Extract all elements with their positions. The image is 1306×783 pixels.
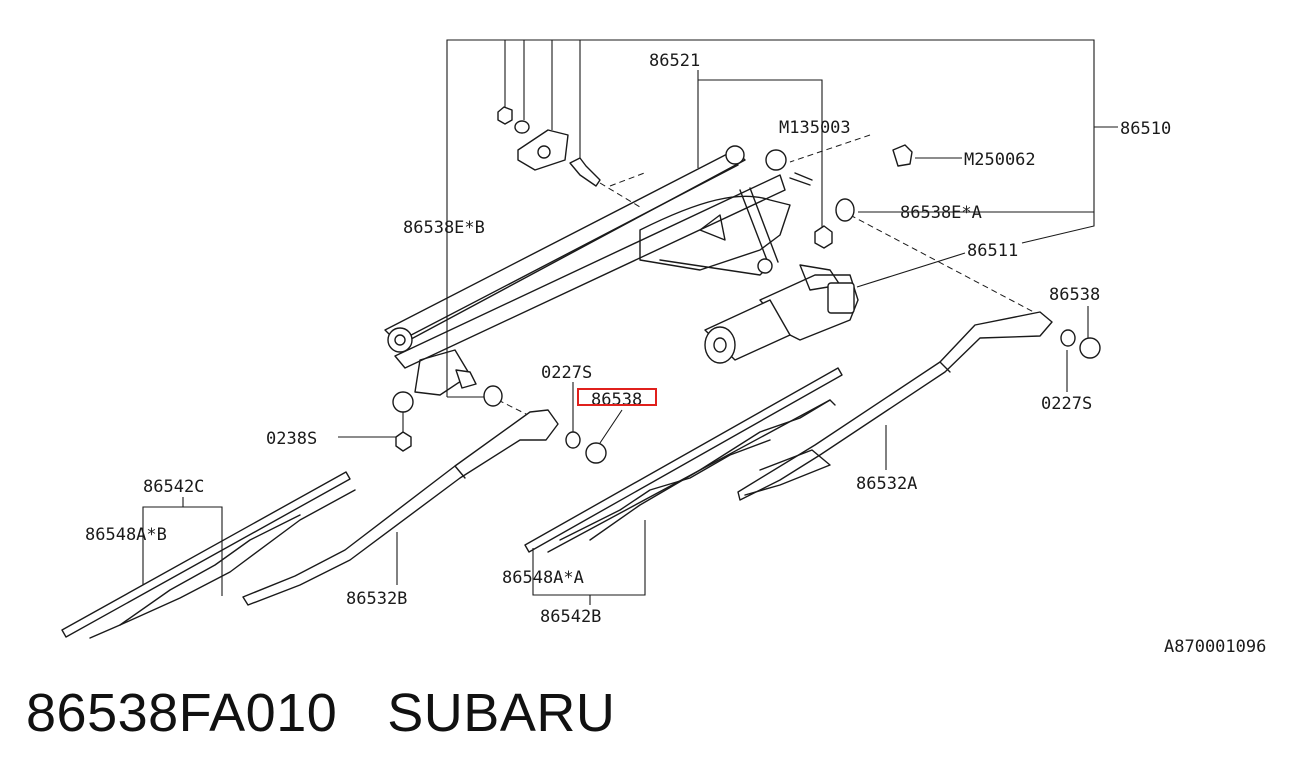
part-number: 86538FA010	[26, 683, 338, 743]
label-0238s: 0238S	[266, 429, 317, 449]
label-86548a-a: 86548A*A	[502, 568, 584, 588]
highlight-box	[577, 388, 657, 406]
label-86548a-b: 86548A*B	[85, 525, 167, 545]
label-86542c: 86542C	[143, 477, 204, 497]
label-86538e-b: 86538E*B	[403, 218, 485, 238]
label-86510: 86510	[1120, 119, 1171, 139]
hardware	[392, 106, 1101, 464]
label-86538-right: 86538	[1049, 285, 1100, 305]
label-86521: 86521	[649, 51, 700, 71]
leader-lines	[142, 39, 1118, 605]
caption: 86538FA010 SUBARU	[26, 682, 665, 744]
wiper-blade-left	[61, 471, 356, 639]
label-0227s-right: 0227S	[1041, 394, 1092, 414]
wiper-arm-left	[242, 409, 559, 606]
label-86542b: 86542B	[540, 607, 601, 627]
label-86538e-a: 86538E*A	[900, 203, 982, 223]
wiper-motor	[704, 264, 859, 364]
label-m135003: M135003	[779, 118, 851, 138]
label-86532a: 86532A	[856, 474, 917, 494]
label-86511: 86511	[967, 241, 1018, 261]
part-labels: 86521 86510 M135003 M250062 86538E*B 865…	[85, 51, 1266, 657]
wiper-arm-right	[737, 311, 1053, 501]
brand-name: SUBARU	[387, 683, 616, 743]
label-86538-highlighted: 86538	[591, 390, 642, 410]
wiper-link-assembly	[384, 145, 813, 396]
label-86532b: 86532B	[346, 589, 407, 609]
label-0227s-center: 0227S	[541, 363, 592, 383]
wiper-blade-right	[524, 367, 843, 553]
drawing-id: A870001096	[1164, 637, 1266, 657]
label-m250062: M250062	[964, 150, 1036, 170]
